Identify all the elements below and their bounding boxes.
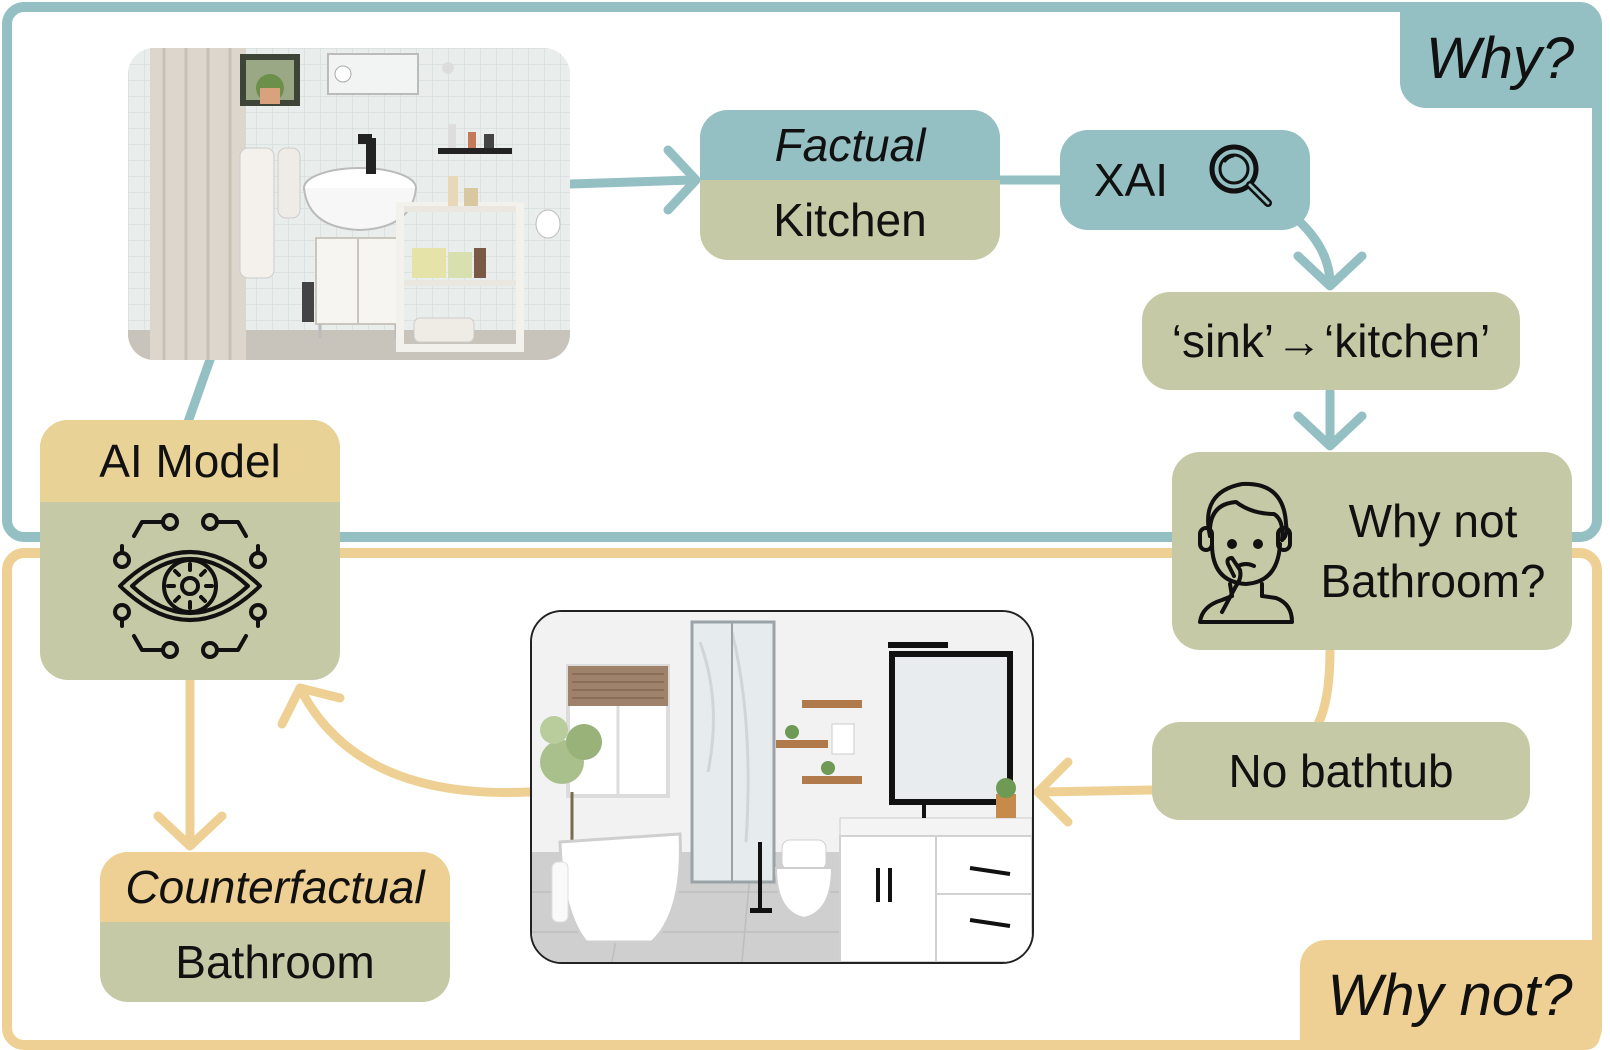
explanation-node: ‘sink’ → ‘kitchen’ xyxy=(1142,292,1520,390)
counterfactual-photo xyxy=(530,610,1034,964)
xai-node: XAI xyxy=(1060,130,1310,230)
explanation-right: ‘kitchen’ xyxy=(1324,315,1491,367)
ai-model-header: AI Model xyxy=(40,420,340,502)
xai-label: XAI xyxy=(1093,154,1169,206)
arrow-xai-to-explanation xyxy=(1293,215,1335,289)
counterfactual-header: Counterfactual xyxy=(100,852,450,922)
arrow-photo-to-model xyxy=(297,687,535,798)
why-not-frame xyxy=(2,548,1602,1050)
question-line-1: Why not xyxy=(1348,495,1518,547)
ai-eye-circuit-icon xyxy=(112,512,268,665)
edit-label: No bathtub xyxy=(1228,745,1454,797)
link-model-to-photo xyxy=(183,349,217,427)
bathroom-illustration xyxy=(532,612,1032,962)
arrow-photo-to-factual xyxy=(565,175,697,189)
question-node: Why not Bathroom? xyxy=(1172,452,1572,650)
why-tag: Why? xyxy=(1400,8,1600,108)
factual-node: Factual Kitchen xyxy=(700,110,1000,260)
link-question-to-edit xyxy=(1313,645,1335,729)
counterfactual-node: Counterfactual Bathroom xyxy=(100,852,450,1002)
input-photo xyxy=(128,48,570,360)
counterfactual-value: Bathroom xyxy=(175,936,375,988)
factual-header: Factual xyxy=(700,110,1000,180)
thinking-person-icon xyxy=(1192,474,1302,629)
ai-model-node: AI Model xyxy=(40,420,340,680)
explanation-arrow: → xyxy=(1276,315,1323,367)
edit-node: No bathtub xyxy=(1152,722,1530,820)
why-not-tag: Why not? xyxy=(1300,940,1600,1050)
explanation-left: ‘sink’ xyxy=(1171,315,1275,367)
magnifier-icon xyxy=(1204,139,1276,222)
factual-value: Kitchen xyxy=(773,194,927,246)
why-frame xyxy=(2,2,1602,542)
arrow-edit-to-photo xyxy=(1037,785,1157,797)
sink-room-illustration xyxy=(128,48,570,360)
question-line-2: Bathroom? xyxy=(1320,555,1546,607)
